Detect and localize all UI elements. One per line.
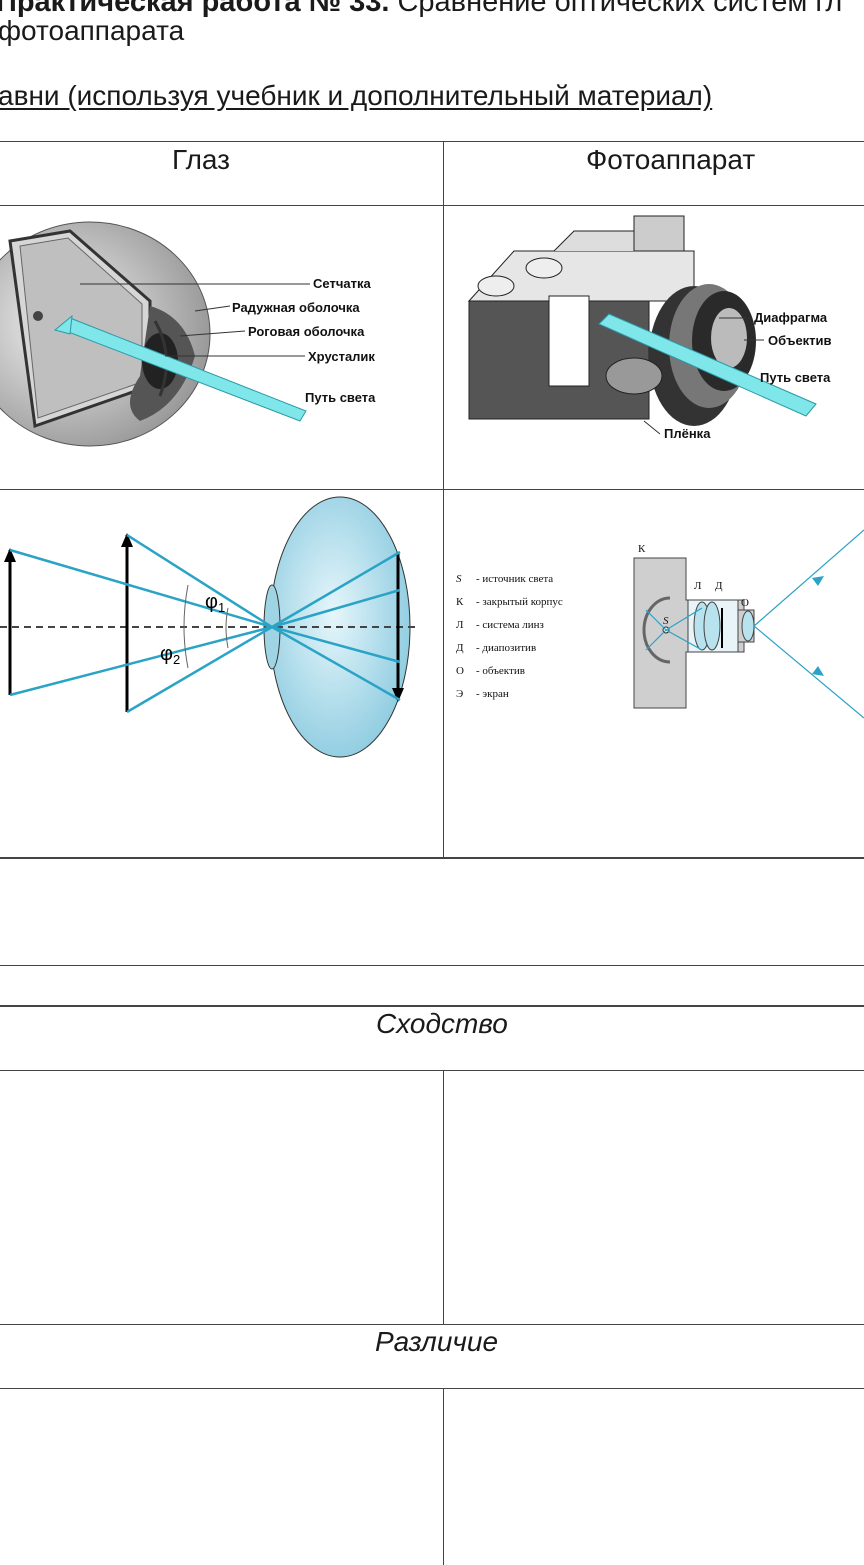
projector-diagram: S - источник света К - закрытый корпус Л…: [456, 529, 864, 719]
svg-text:- объектив: - объектив: [476, 665, 525, 677]
section-similarity: Сходство: [376, 1008, 508, 1039]
svg-text:Л: Л: [456, 619, 464, 631]
difference-camera-cell[interactable]: [444, 1389, 864, 1565]
label-k: К: [638, 543, 646, 555]
eye-optics-diagram: φ1 φ2: [0, 496, 420, 758]
svg-text:- диапозитив: - диапозитив: [476, 642, 536, 654]
svg-text:К: К: [456, 596, 464, 608]
label-retina: Сетчатка: [313, 276, 371, 291]
label-diaphragm: Диафрагма: [754, 310, 828, 325]
label-l: Л: [694, 580, 702, 592]
angle-phi2: φ2: [160, 643, 180, 667]
section-difference: Различие: [375, 1326, 499, 1357]
label-film: Плёнка: [664, 426, 711, 441]
label-objective: Объектив: [768, 333, 832, 348]
similarity-camera-cell[interactable]: [444, 1071, 864, 1324]
difference-eye-cell[interactable]: [0, 1389, 443, 1565]
empty-row: [0, 859, 864, 965]
label-d: Д: [715, 580, 723, 592]
label-light-path: Путь света: [305, 390, 376, 405]
svg-text:Д: Д: [456, 642, 464, 654]
label-s: S: [663, 615, 669, 627]
table-border: [0, 1005, 864, 1007]
table-border: [0, 857, 864, 859]
svg-text:- система линз: - система линз: [476, 619, 544, 631]
label-iris: Радужная оболочка: [232, 300, 360, 315]
table-divider: [443, 141, 444, 858]
worksheet-title-cont: фотоаппарата: [0, 15, 185, 46]
table-divider: [443, 1388, 444, 1565]
instruction: авни (используя учебник и дополнительный…: [0, 80, 713, 111]
label-camera-light-path: Путь света: [760, 370, 831, 385]
svg-text:- экран: - экран: [476, 688, 509, 700]
table-border: [0, 1388, 864, 1389]
table-divider: [443, 1070, 444, 1324]
col-header-camera: Фотоаппарат: [586, 144, 756, 175]
worksheet-title: Практическая работа № 33. Сравнение опти…: [0, 0, 843, 18]
table-border: [0, 1070, 864, 1071]
table-border: [0, 141, 864, 142]
label-lens: Хрусталик: [308, 349, 375, 364]
svg-text:S: S: [456, 573, 462, 585]
col-header-eye: Глаз: [172, 144, 231, 175]
table-border: [0, 1324, 864, 1325]
svg-text:- источник света: - источник света: [476, 573, 553, 585]
eye-anatomy-figure: Сетчатка Радужная оболочка Роговая оболо…: [0, 221, 376, 447]
similarity-eye-cell[interactable]: [0, 1071, 443, 1324]
camera-figure: Диафрагма Объектив Путь света Плёнка: [467, 215, 832, 441]
table-border: [0, 965, 864, 966]
label-o: О: [741, 597, 749, 609]
table-border: [0, 489, 864, 490]
svg-text:Э: Э: [456, 688, 463, 700]
svg-text:О: О: [456, 665, 464, 677]
svg-text:- закрытый корпус: - закрытый корпус: [476, 596, 563, 608]
projector-legend: S - источник света К - закрытый корпус Л…: [456, 573, 563, 700]
table-border: [0, 205, 864, 206]
label-cornea: Роговая оболочка: [248, 324, 365, 339]
angle-phi1: φ1: [205, 591, 225, 615]
